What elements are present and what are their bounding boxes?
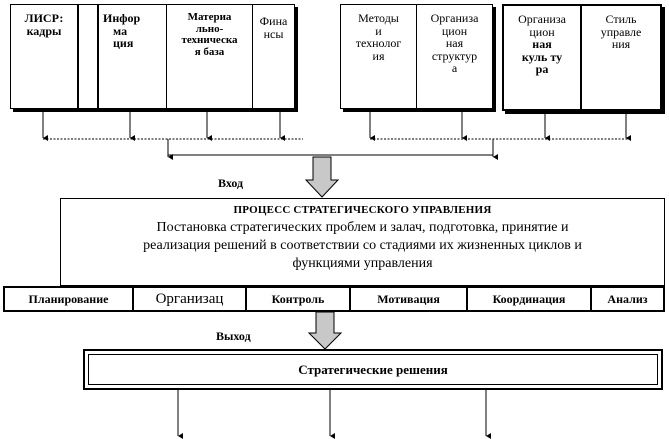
output-label: Выход [216, 329, 251, 343]
process-box: ПРОЦЕСС СТРАТЕГИЧЕСКОГО УПРАВЛЕНИЯ Поста… [60, 198, 665, 286]
result-arrows [177, 390, 491, 439]
process-title: ПРОЦЕСС СТРАТЕГИЧЕСКОГО УПРАВЛЕНИЯ [233, 204, 492, 216]
result-box: Стратегические решения [83, 349, 663, 390]
process-description-line-3: функциями управления [292, 255, 433, 271]
input-label: Вход [218, 176, 244, 190]
function-coordination: Координация [468, 288, 592, 310]
input-block-arrow [304, 156, 340, 198]
process-description-line-1: Постановка стратегических проблем и зала… [156, 219, 569, 235]
output-block-arrow [307, 311, 343, 350]
resource-hr: ЛИСР:кадры [11, 5, 79, 108]
merge-line [167, 139, 498, 160]
left-group-arrows [42, 110, 303, 141]
function-control: Контроль [247, 288, 351, 310]
result-text: Стратегические решения [298, 361, 448, 377]
resource-information [79, 5, 99, 108]
function-planning: Планирование [5, 288, 134, 310]
function-organization: Организац [134, 288, 247, 310]
right-group-arrows [369, 110, 631, 141]
function-analysis: Анализ [592, 288, 665, 310]
process-description-line-2: реализация решений в соответствии со ста… [143, 237, 582, 253]
function-motivation: Мотивация [351, 288, 468, 310]
functions-bar: Планирование Организац Контроль Мотиваци… [3, 286, 665, 312]
